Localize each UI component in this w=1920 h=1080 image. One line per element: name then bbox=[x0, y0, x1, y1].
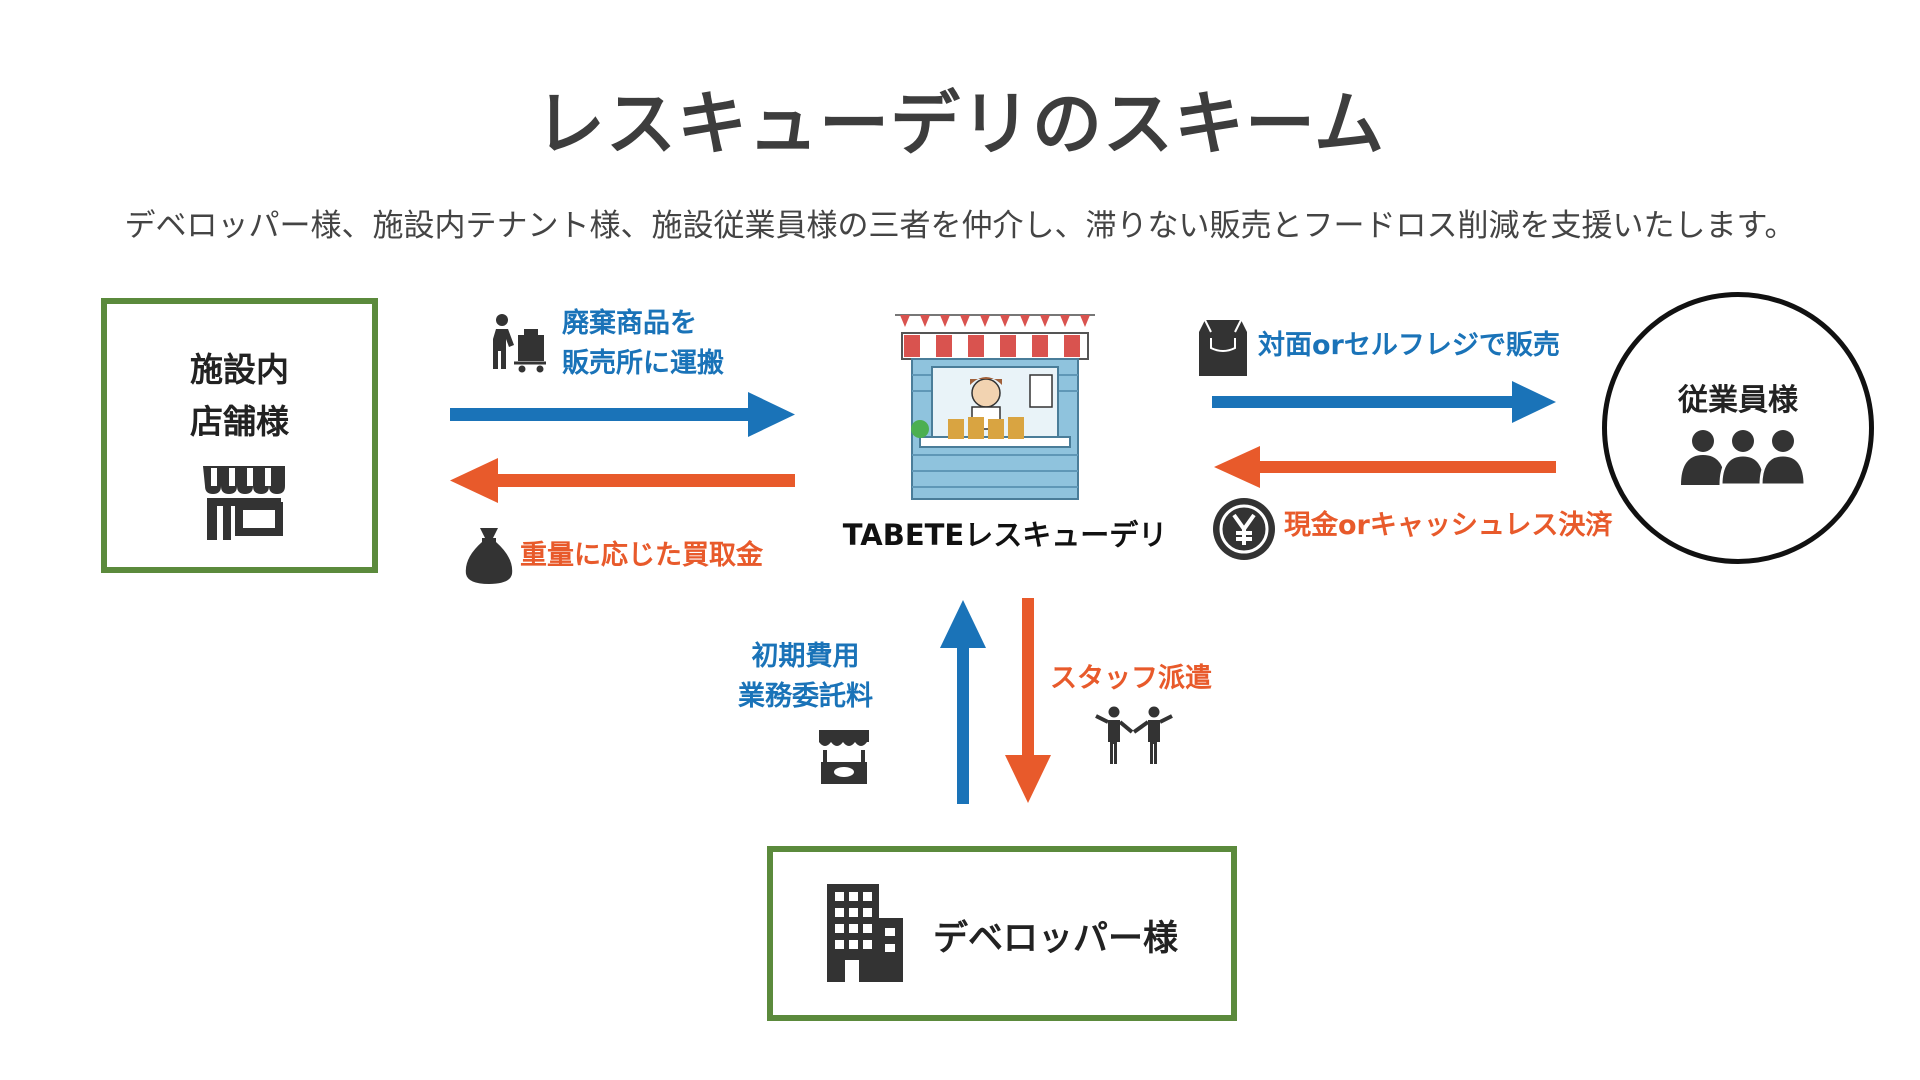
storefront-icon bbox=[199, 464, 289, 542]
payment-method-label: 現金orキャッシュレス決済 bbox=[1284, 506, 1612, 546]
fees-line2: 業務委託料 bbox=[738, 677, 873, 717]
arrow-staff-to-developer bbox=[1005, 598, 1051, 803]
staff-people-icon bbox=[1092, 706, 1178, 766]
waste-transport-label: 廃棄商品を 販売所に運搬 bbox=[562, 304, 724, 384]
food-stall-illustration bbox=[890, 305, 1100, 500]
yen-coin-icon bbox=[1212, 497, 1276, 561]
arrow-sales-to-employees bbox=[1212, 381, 1556, 423]
tenant-label: 施設内 店舗様 bbox=[107, 344, 372, 448]
shopping-bag-icon bbox=[1197, 314, 1249, 378]
money-bag-icon bbox=[464, 526, 514, 584]
waste-transport-line1: 廃棄商品を bbox=[562, 304, 724, 344]
center-label: TABETEレスキューデリ bbox=[840, 512, 1170, 554]
arrow-fees-to-center bbox=[940, 600, 986, 804]
arrow-buyback-to-tenant bbox=[450, 458, 795, 503]
stall-icon bbox=[817, 728, 871, 786]
employees-label: 従業員様 bbox=[1607, 375, 1869, 419]
arrow-payment-to-center bbox=[1214, 446, 1556, 488]
fees-line1: 初期費用 bbox=[738, 637, 873, 677]
arrow-waste-to-center bbox=[450, 392, 795, 437]
fees-label: 初期費用 業務委託料 bbox=[738, 637, 873, 717]
buyback-label: 重量に応じた買取金 bbox=[520, 536, 763, 576]
waste-transport-line2: 販売所に運搬 bbox=[562, 344, 724, 384]
developer-label: デベロッパー様 bbox=[933, 910, 1178, 961]
staff-dispatch-label: スタッフ派遣 bbox=[1050, 659, 1212, 699]
sales-method-label: 対面orセルフレジで販売 bbox=[1258, 326, 1560, 366]
cart-worker-icon bbox=[488, 313, 550, 373]
employees-circle: 従業員様 bbox=[1602, 292, 1874, 564]
tenant-label-line1: 施設内 bbox=[107, 344, 372, 396]
people-group-icon bbox=[1679, 427, 1807, 487]
tenant-box: 施設内 店舗様 bbox=[101, 298, 378, 573]
tenant-label-line2: 店舗様 bbox=[107, 396, 372, 448]
developer-box: デベロッパー様 bbox=[767, 846, 1237, 1021]
building-icon bbox=[823, 882, 905, 984]
